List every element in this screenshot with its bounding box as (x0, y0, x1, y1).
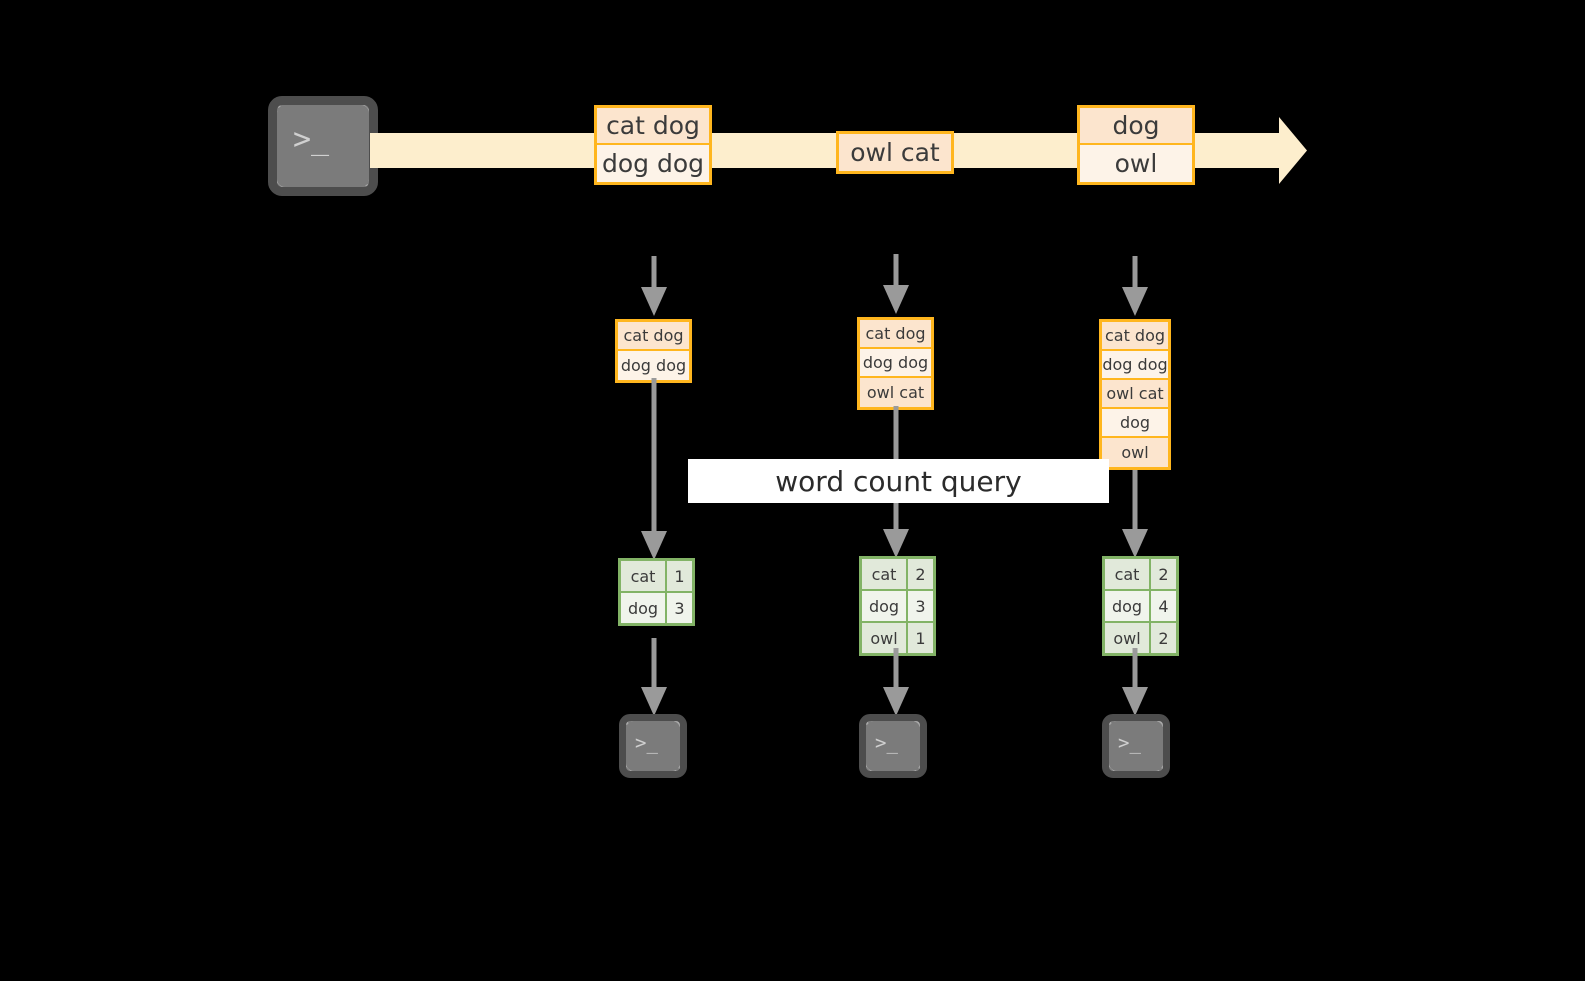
result-count: 4 (1151, 591, 1176, 621)
result-word: dog (862, 591, 908, 621)
batch-record-line: dog dog (618, 351, 689, 380)
batch-record-line: cat dog (618, 322, 689, 351)
terminal-screen: >_ (866, 721, 920, 771)
sink-terminal-icon-2: >_ (859, 714, 927, 778)
snapshot-2-batch: cat dog dog dog owl cat (857, 317, 934, 410)
sink-terminal-icon-1: >_ (619, 714, 687, 778)
batch-record-line: cat dog (860, 320, 931, 349)
query-label: word count query (688, 459, 1109, 503)
result-word: dog (621, 593, 667, 623)
stream-record-line: owl cat (839, 134, 951, 171)
result-word: cat (862, 559, 908, 589)
result-count: 2 (1151, 623, 1176, 653)
result-count: 1 (908, 623, 933, 653)
arrow-result-3-to-sink (1122, 648, 1148, 716)
dashed-arrow-to-snapshot-2 (883, 254, 909, 314)
terminal-screen: >_ (1109, 721, 1163, 771)
terminal-prompt-glyph: >_ (293, 122, 330, 157)
arrow-result-2-to-sink (883, 648, 909, 716)
arrow-snapshot-3-to-result (1122, 470, 1148, 558)
snapshot-1-result-table: cat 1 dog 3 (618, 558, 695, 626)
batch-record-line: dog (1102, 409, 1168, 438)
batch-record-line: owl cat (860, 378, 931, 407)
stream-record-group-1: cat dog dog dog (594, 105, 712, 185)
result-count: 3 (667, 593, 692, 623)
result-word: cat (621, 561, 667, 591)
stream-record-line: dog dog (597, 145, 709, 182)
stream-arrowhead-icon (1253, 117, 1307, 184)
arrow-snapshot-1-to-result (641, 378, 667, 560)
result-count: 3 (908, 591, 933, 621)
result-word: owl (862, 623, 908, 653)
snapshot-3-result-table: cat 2 dog 4 owl 2 (1102, 556, 1179, 656)
stream-record-line: dog (1080, 108, 1192, 145)
terminal-prompt-glyph: >_ (875, 732, 898, 754)
stream-record-group-2: owl cat (836, 131, 954, 174)
result-row: dog 3 (862, 591, 933, 623)
sink-terminal-icon-3: >_ (1102, 714, 1170, 778)
batch-record-line: cat dog (1102, 322, 1168, 351)
terminal-screen: >_ (626, 721, 680, 771)
dashed-arrow-to-snapshot-1 (641, 256, 667, 316)
dashed-arrow-to-snapshot-3 (1122, 256, 1148, 316)
result-word: cat (1105, 559, 1151, 589)
stream-record-line: owl (1080, 145, 1192, 182)
result-row: dog 3 (621, 593, 692, 623)
stream-record-group-3: dog owl (1077, 105, 1195, 185)
result-word: owl (1105, 623, 1151, 653)
result-row: cat 2 (862, 559, 933, 591)
stream-record-line: cat dog (597, 108, 709, 145)
batch-record-line: owl (1102, 438, 1168, 467)
snapshot-1-batch: cat dog dog dog (615, 319, 692, 383)
result-count: 2 (908, 559, 933, 589)
batch-record-line: owl cat (1102, 380, 1168, 409)
batch-record-line: dog dog (1102, 351, 1168, 380)
terminal-prompt-glyph: >_ (1118, 732, 1141, 754)
batch-record-line: dog dog (860, 349, 931, 378)
source-terminal-icon: >_ (268, 96, 378, 196)
snapshot-2-result-table: cat 2 dog 3 owl 1 (859, 556, 936, 656)
terminal-screen: >_ (277, 105, 369, 187)
result-row: owl 2 (1105, 623, 1176, 653)
result-count: 2 (1151, 559, 1176, 589)
result-row: dog 4 (1105, 591, 1176, 623)
result-word: dog (1105, 591, 1151, 621)
result-row: cat 2 (1105, 559, 1176, 591)
result-row: cat 1 (621, 561, 692, 593)
result-count: 1 (667, 561, 692, 591)
result-row: owl 1 (862, 623, 933, 653)
snapshot-3-batch: cat dog dog dog owl cat dog owl (1099, 319, 1171, 470)
arrow-result-1-to-sink (641, 638, 667, 716)
terminal-prompt-glyph: >_ (635, 732, 658, 754)
